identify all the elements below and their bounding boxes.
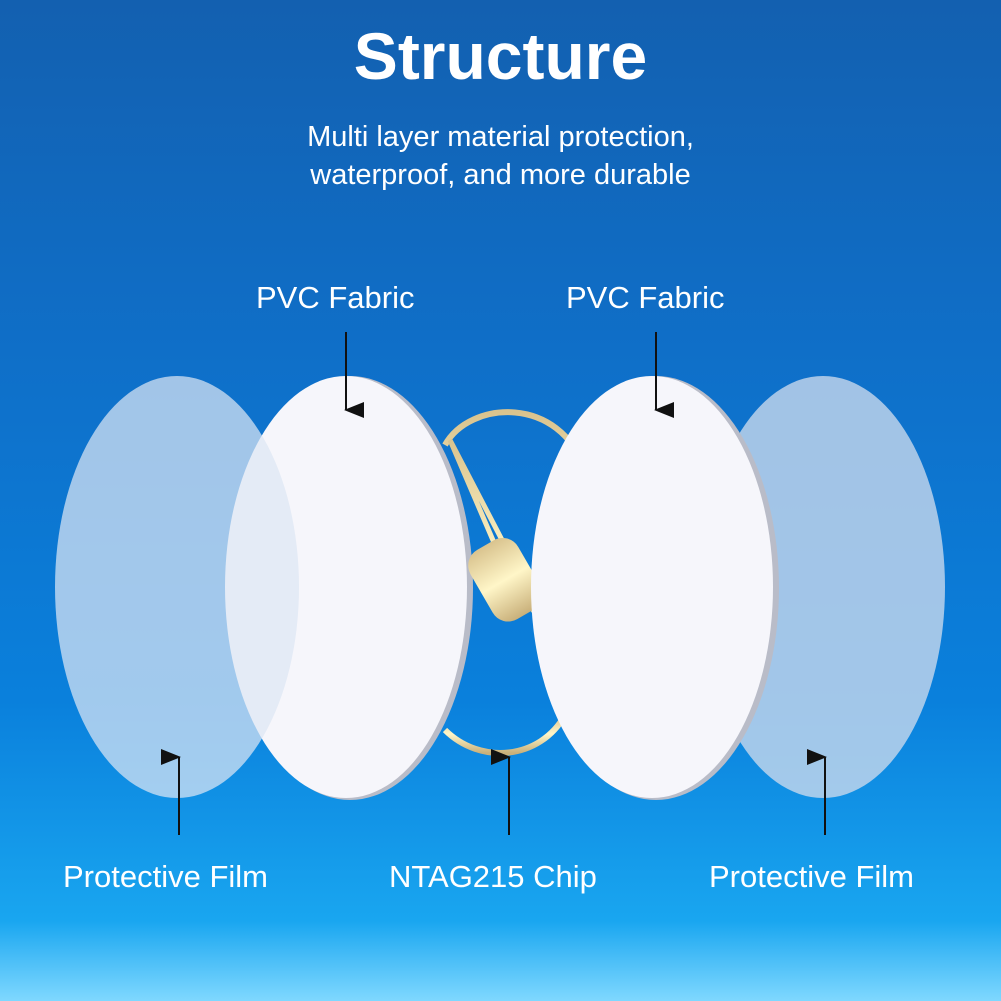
- label-pvc-fabric-left: PVC Fabric: [256, 280, 415, 315]
- subtitle: Multi layer material protection, waterpr…: [0, 118, 1001, 194]
- protective-film-left: [55, 376, 299, 798]
- label-protective-film-left: Protective Film: [63, 859, 268, 894]
- label-pvc-fabric-right: PVC Fabric: [566, 280, 725, 315]
- pointer-arrows: [161, 332, 827, 835]
- subtitle-line-2: waterproof, and more durable: [310, 159, 691, 191]
- label-protective-film-right: Protective Film: [709, 859, 914, 894]
- chip-icon: [468, 537, 543, 622]
- subtitle-line-1: Multi layer material protection,: [307, 121, 694, 153]
- label-ntag215-chip: NTAG215 Chip: [389, 859, 597, 894]
- page-title: Structure: [353, 19, 648, 93]
